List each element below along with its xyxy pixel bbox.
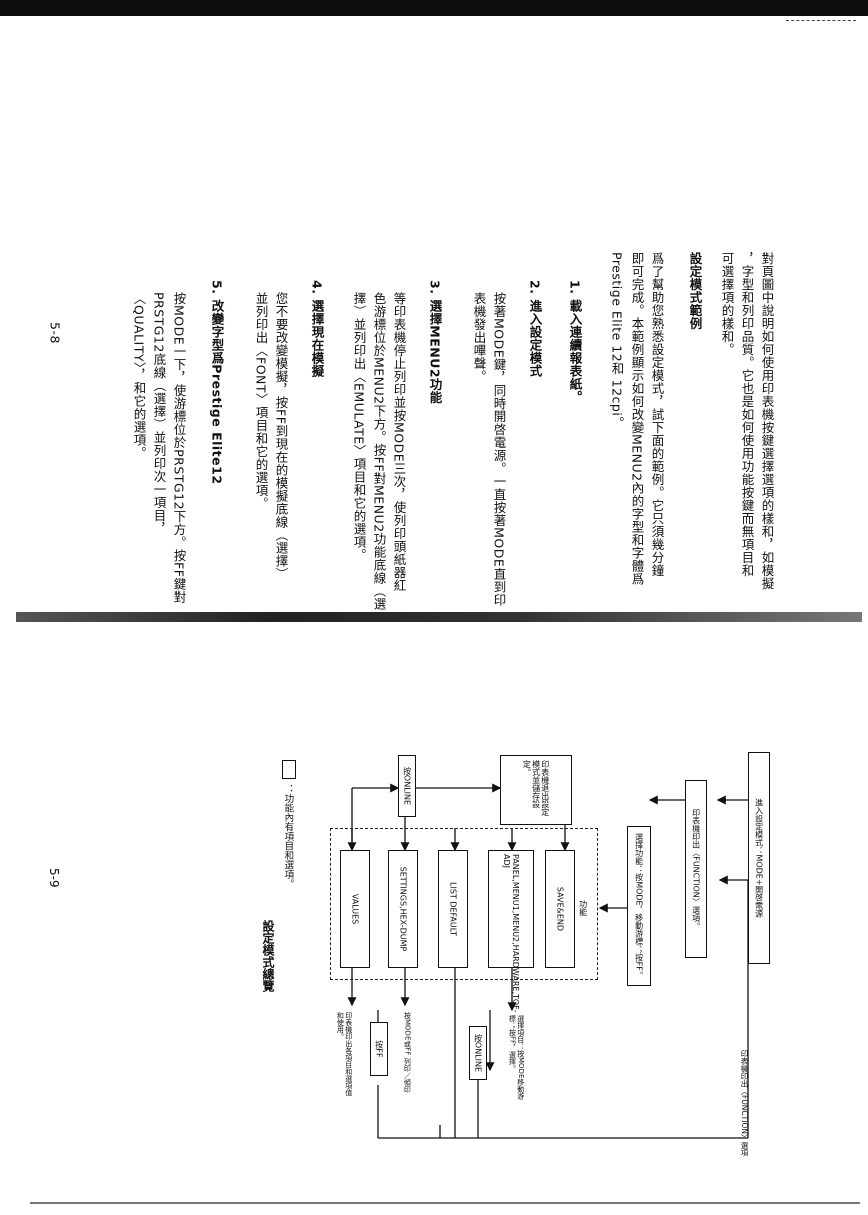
step-4-line-1: 您不要改變模擬，按FF到現在的模擬底線（選擇） [273,292,289,581]
step-3-line-1: 等印表機停止列印並按MODE三次，使列印頭紙器紅 [391,292,407,593]
step-1-title: 1. 載入連續報表紙。 [567,280,583,404]
values-label: VALUES [350,893,360,925]
print-function-box: 印表機印出〈FUNCTION〉選項。 [685,780,707,958]
online-mid-box: 按ONLINE [469,1026,487,1080]
step-4-title: 4. 選擇現在模擬 [309,280,325,378]
step-3-title: 3. 選擇MENU2功能 [427,280,443,405]
step-3-line-2: 色游標位於MENU2下方。按FF對MENU2功能底線（選 [371,292,387,611]
intro-line-3: 可選擇項的樣和。 [719,252,735,356]
step-3-line-3: 擇）並列印出〈EMULATE〉項目和它的選項。 [351,292,367,562]
online-top-label: 按ONLINE [402,766,412,806]
top-scan-bar [0,0,868,16]
ff-box: 按FF [370,1022,388,1076]
save-end-label: SAVE&END [555,886,565,932]
enter-setup-box: 進入設定模式：MODE+開啓電源 [748,752,770,964]
list-default-label: LIST DEFAULT [448,882,458,936]
select-function-box: 選擇功能：按MODE，移動游標；按FF。 [627,826,651,986]
top-right-note: 印表機印出〈FUNCTION〉選項 [740,1050,749,1157]
page-number-left: 5-8 [47,322,63,344]
intro-line-1: 對頁圖中說明如何使用印表機按鍵選擇選項的樣和，如模擬 [759,252,775,590]
list-default-box: LIST DEFAULT [438,850,468,968]
page-number-right: 5-9 [47,868,61,888]
values-box: VALUES [340,850,370,968]
exit-setup-label: 印表機退出設定模式並儲存設定。 [522,760,550,816]
select-item-note: 選擇項目：按MODE移動游標；按FF，選擇。 [508,1015,525,1100]
legend-text: ：功能內有項目和選項。 [282,784,294,889]
intro-line-2: ，字型和列印品質。它也是如何使用功能按鍵而無項目和 [739,252,755,577]
settings-hexdump-box: SETTINGS,HEX-DUMP [388,850,418,968]
print-function-label: 印表機印出〈FUNCTION〉選項。 [691,808,701,930]
legend-square-icon [282,760,296,779]
section-title: 設定模式範例 [687,252,703,330]
step-2-line-1: 按著MODE鍵，同時開啓電源。一直按著MODE直到印 [491,292,507,607]
step-5-line-1: 按MODE一下，使游標位於PRSTG12下方。按FF鍵對 [171,292,187,604]
step-5-line-2: PRSTG12底線（選擇）並列印次一項目， [151,292,167,535]
step-4-line-2: 並列印出〈FONT〉項目和它的選項。 [253,292,269,511]
exit-setup-box: 印表機退出設定模式並儲存設定。 [500,755,572,825]
example-intro-line-2: 即可完成。本範例顯示如何改變MENU2內的字型和字體爲 [629,252,645,586]
corner-mark [786,20,856,21]
save-end-box: SAVE&END [545,850,575,968]
online-mid-label: 按ONLINE [473,1033,483,1073]
print-hex-note: 按MODE或FF 列印／傾印 [403,1012,412,1093]
online-top-box: 按ONLINE [398,755,416,817]
ff-label: 按FF [374,1040,384,1058]
step-5-line-3: 〈QUALITY〉，和它的選項。 [131,292,147,460]
step-5-title: 5. 改變字型爲Prestige Elite12 [209,280,225,485]
step-2-line-2: 表機發出嗶聲。 [471,292,487,383]
function-group-label: 功能 [578,900,588,916]
select-function-label: 選擇功能：按MODE，移動游標；按FF。 [634,833,644,979]
example-intro-line-3: Prestige Elite 12和 12cpi。 [609,252,625,430]
page-divider [16,612,862,622]
print-values-note: 印表機印出各項目和選項值和使用。 [336,1012,353,1096]
example-intro-line-1: 爲了幫助您熟悉設定模式，試下面的範例。它只須幾分鐘 [649,252,665,577]
settings-hexdump-label: SETTINGS,HEX-DUMP [398,866,408,952]
enter-setup-label: 進入設定模式：MODE+開啓電源 [754,798,764,918]
panel-menu-box: PANEL,MENU1,MENU2,HARDWARE,TOF-ADJ [488,850,534,1013]
function-group [330,828,598,980]
step-2-title: 2. 進入設定模式 [527,280,543,378]
diagram-title: 設定模式總覽 [261,920,275,992]
bottom-edge-line [30,1202,860,1204]
panel-menu-label: PANEL,MENU1,MENU2,HARDWARE,TOF-ADJ [502,854,521,1013]
